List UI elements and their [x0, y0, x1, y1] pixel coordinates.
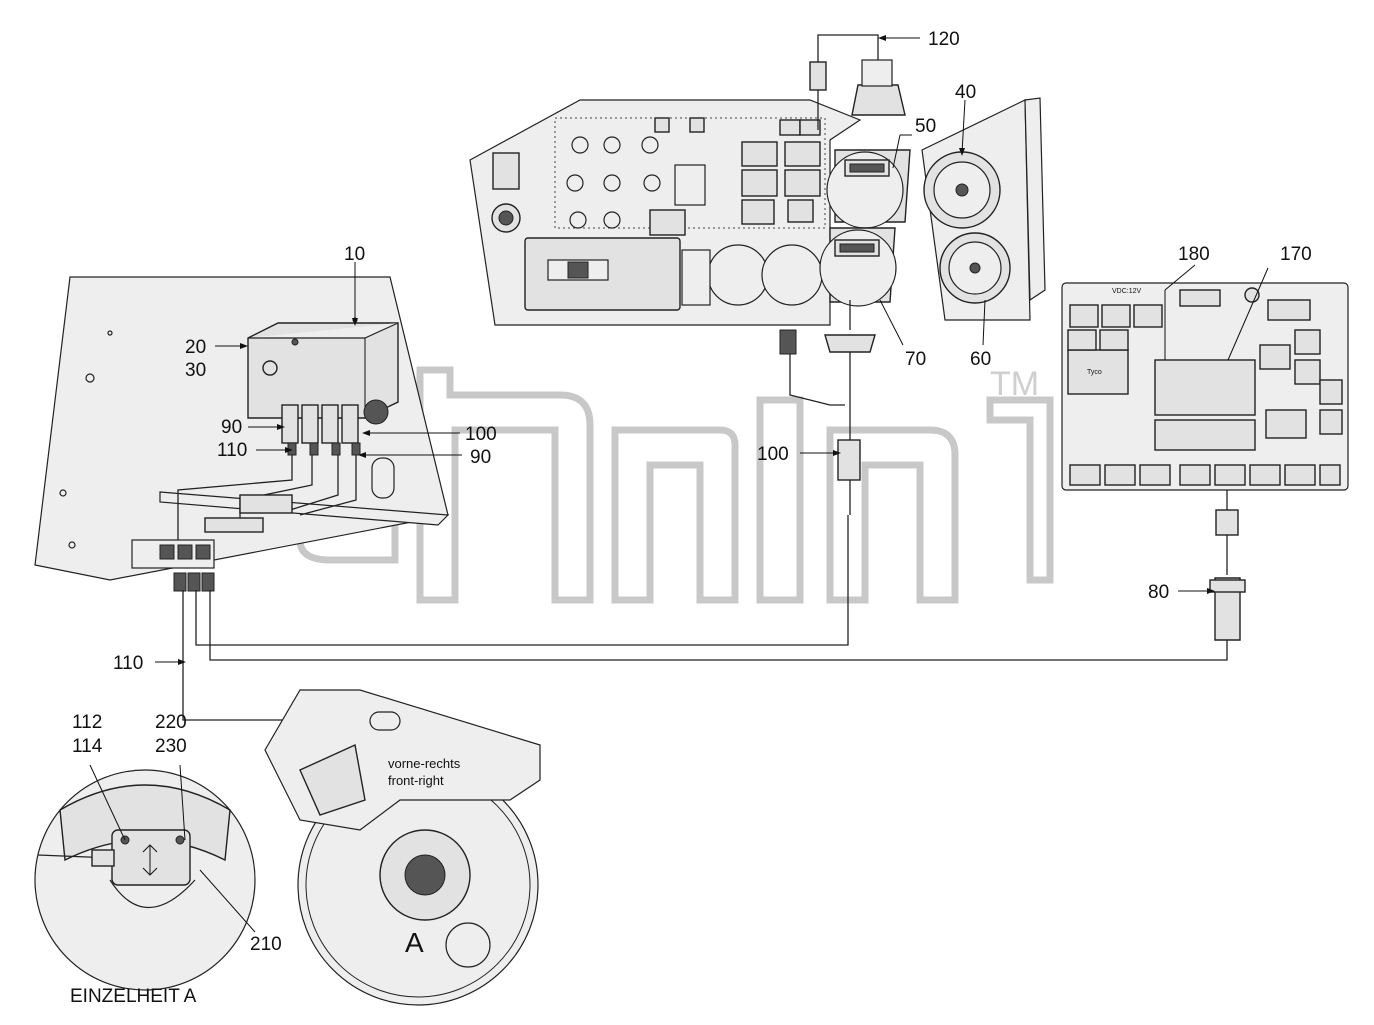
callout-110-box: 110	[217, 440, 247, 461]
watermark-logo: TM	[296, 356, 1054, 604]
callout-100-cable: 100	[757, 444, 789, 465]
callout-100-box: 100	[465, 424, 497, 445]
circuit-board: Tyco VDC:12V	[1061, 282, 1349, 491]
gauge-housing-lower	[819, 227, 897, 307]
callout-90-left: 90	[221, 417, 242, 438]
callout-20: 20	[185, 337, 206, 358]
callout-110-wire: 110	[113, 653, 143, 674]
callout-80: 80	[1148, 582, 1169, 603]
console-harness	[131, 455, 357, 592]
wire-routes	[182, 515, 1228, 721]
callout-50: 50	[915, 116, 936, 137]
front-right-assembly: vorne-rechts front-right A	[264, 689, 541, 1006]
callout-120: 120	[928, 29, 960, 50]
board-relay-label: Tyco	[1087, 369, 1102, 376]
leader-lines	[89, 35, 1269, 933]
callout-labels: 10 20 30 90 110 100 90 120 50 40 70 60 1…	[72, 29, 1312, 955]
trademark-label: TM	[990, 365, 1039, 403]
callout-210: 210	[250, 934, 282, 955]
callout-230: 230	[155, 736, 187, 757]
callout-70: 70	[905, 349, 926, 370]
box-connectors	[281, 399, 389, 456]
dashboard-cable	[779, 300, 876, 515]
callout-114: 114	[72, 736, 103, 757]
callout-90-right: 90	[470, 447, 491, 468]
position-de-label: vorne-rechts	[388, 756, 461, 771]
callout-30: 30	[185, 360, 206, 381]
detail-a: EINZELHEIT A	[34, 769, 256, 1007]
board-voltage-label: VDC:12V	[1112, 288, 1142, 295]
callout-170: 170	[1280, 244, 1312, 265]
connector-120	[809, 34, 906, 130]
detail-a-marker: A	[405, 927, 424, 958]
position-en-label: front-right	[388, 773, 444, 788]
control-box	[247, 317, 399, 456]
callout-40: 40	[955, 82, 976, 103]
connector-80	[1209, 490, 1246, 641]
detail-a-caption: EINZELHEIT A	[70, 986, 197, 1007]
callout-112: 112	[72, 712, 102, 733]
callout-180: 180	[1178, 244, 1210, 265]
dashboard-panel	[469, 99, 862, 326]
callout-220: 220	[155, 712, 187, 733]
callout-60: 60	[970, 349, 991, 370]
instrument-cluster	[921, 97, 1046, 321]
callout-10: 10	[344, 244, 365, 265]
gauge-housing-upper	[826, 149, 911, 229]
